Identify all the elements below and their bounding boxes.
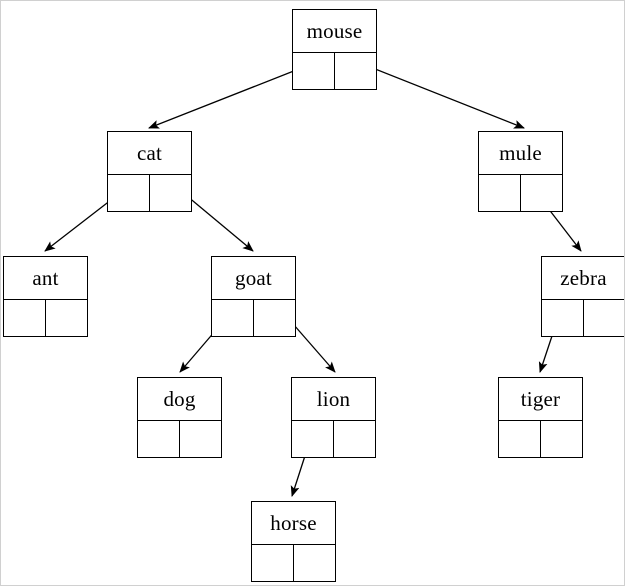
tree-node-mouse[interactable]: mouse: [292, 9, 377, 90]
left-pointer-cell-horse[interactable]: [252, 545, 294, 581]
tree-node-mule[interactable]: mule: [478, 131, 563, 212]
left-pointer-cell-ant[interactable]: [4, 300, 46, 336]
node-label-horse: horse: [270, 510, 317, 535]
tree-node-tiger[interactable]: tiger: [498, 377, 583, 458]
tree-node-cat[interactable]: cat: [107, 131, 192, 212]
right-pointer-cell-dog[interactable]: [180, 421, 221, 457]
node-pointers-ant: [4, 299, 87, 336]
node-label-lion: lion: [316, 386, 351, 411]
right-pointer-cell-zebra[interactable]: [584, 300, 624, 336]
edge-mouse-right-to-mule: [359, 62, 525, 129]
left-pointer-cell-tiger[interactable]: [499, 421, 541, 457]
node-label-mouse: mouse: [306, 18, 363, 43]
node-pointers-cat: [108, 174, 191, 211]
right-pointer-cell-lion[interactable]: [334, 421, 375, 457]
node-label-goat: goat: [235, 265, 272, 290]
node-pointers-mouse: [293, 52, 376, 89]
right-pointer-cell-ant[interactable]: [46, 300, 87, 336]
node-label-ant: ant: [32, 265, 59, 290]
node-pointers-goat: [212, 299, 295, 336]
left-pointer-cell-mule[interactable]: [479, 175, 521, 211]
right-pointer-cell-goat[interactable]: [254, 300, 295, 336]
node-label-cat: cat: [136, 140, 163, 165]
right-pointer-cell-tiger[interactable]: [541, 421, 582, 457]
left-pointer-cell-dog[interactable]: [138, 421, 180, 457]
edge-mouse-left-to-cat: [148, 62, 315, 129]
node-pointers-mule: [479, 174, 562, 211]
tree-node-zebra[interactable]: zebra: [541, 256, 624, 337]
node-pointers-tiger: [499, 420, 582, 457]
node-label-mule: mule: [499, 140, 542, 165]
right-pointer-cell-horse[interactable]: [294, 545, 335, 581]
tree-node-lion[interactable]: lion: [291, 377, 376, 458]
node-label-zebra: zebra: [560, 265, 607, 290]
right-pointer-cell-mule[interactable]: [521, 175, 562, 211]
left-pointer-cell-lion[interactable]: [292, 421, 334, 457]
left-pointer-cell-goat[interactable]: [212, 300, 254, 336]
left-pointer-cell-cat[interactable]: [108, 175, 150, 211]
left-pointer-cell-mouse[interactable]: [293, 53, 335, 89]
node-pointers-horse: [252, 544, 335, 581]
tree-node-goat[interactable]: goat: [211, 256, 296, 337]
node-pointers-lion: [292, 420, 375, 457]
node-pointers-dog: [138, 420, 221, 457]
tree-node-ant[interactable]: ant: [3, 256, 88, 337]
tree-node-horse[interactable]: horse: [251, 501, 336, 582]
node-label-tiger: tiger: [520, 386, 561, 411]
node-pointers-zebra: [542, 299, 624, 336]
node-label-dog: dog: [163, 386, 196, 411]
right-pointer-cell-cat[interactable]: [150, 175, 191, 211]
left-pointer-cell-zebra[interactable]: [542, 300, 584, 336]
right-pointer-cell-mouse[interactable]: [335, 53, 376, 89]
tree-node-dog[interactable]: dog: [137, 377, 222, 458]
